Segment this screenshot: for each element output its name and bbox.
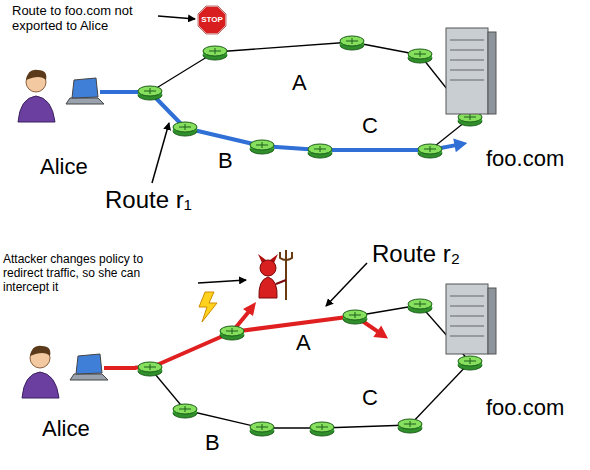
cloud-shape [388, 278, 560, 388]
pointer-arrow [152, 123, 169, 183]
pointer-arrow [158, 16, 195, 19]
network-cloud: Alice [5, 55, 125, 143]
pointer-arrow [198, 280, 246, 283]
network-cloud: B [148, 385, 288, 467]
network-cloud: A [172, 12, 422, 122]
annotation-label: Route to foo.com not exported to Alice [12, 4, 154, 34]
stop-sign [198, 6, 226, 34]
network-cloud: A [205, 268, 425, 368]
user-icon [18, 70, 104, 122]
cloud-shape [5, 55, 125, 143]
cloud-shape [148, 385, 288, 467]
cloud-shape [5, 305, 135, 397]
stop-sign-rim [198, 6, 226, 34]
route-path [125, 92, 467, 152]
cloud-shape [298, 100, 458, 178]
network-cloud: foo.com [388, 278, 560, 388]
network-cloud: foo.com [398, 18, 563, 143]
annotation-label: Route r₁ [105, 186, 192, 214]
server-icon [446, 28, 496, 114]
cloud-label: C [362, 115, 378, 137]
route-stub [104, 366, 136, 370]
cloud-label: Alice [42, 418, 90, 440]
cloud-label: A [296, 332, 311, 354]
cloud-shape [172, 12, 422, 122]
network-cloud: C [298, 100, 458, 178]
link-lines [150, 42, 470, 428]
route-line [125, 92, 457, 150]
cloud-shape [205, 268, 425, 368]
attacker-figure [258, 250, 292, 300]
user-icon [22, 346, 108, 398]
cloud-label: foo.com [486, 148, 564, 170]
divert-line [232, 309, 251, 332]
annotation-label: Attacker changes policy to redirect traf… [3, 253, 161, 294]
cloud-shape [398, 18, 563, 143]
cloud-label: A [292, 72, 307, 94]
cloud-label: B [218, 150, 233, 172]
divert-head [243, 302, 256, 316]
cloud-label: B [205, 432, 220, 454]
network-cloud: Alice [5, 305, 135, 397]
route-line [135, 316, 380, 368]
annotation-label: Route r₂ [372, 240, 460, 268]
route-path [135, 316, 388, 368]
arrow-head [373, 325, 388, 338]
pointer-arrow [326, 263, 367, 306]
cloud-label: C [362, 387, 378, 409]
sign-text: STOP [201, 15, 223, 24]
route-stub [100, 90, 126, 94]
network-cloud: C [298, 375, 453, 457]
cloud-shape [160, 100, 305, 188]
arrow-head [453, 139, 467, 153]
lightning-bolt [199, 292, 217, 322]
cloud-label: Alice [40, 156, 88, 178]
cloud-label: foo.com [486, 397, 564, 419]
routers [138, 36, 482, 436]
server-icon [446, 284, 496, 354]
network-cloud: B [160, 100, 305, 188]
